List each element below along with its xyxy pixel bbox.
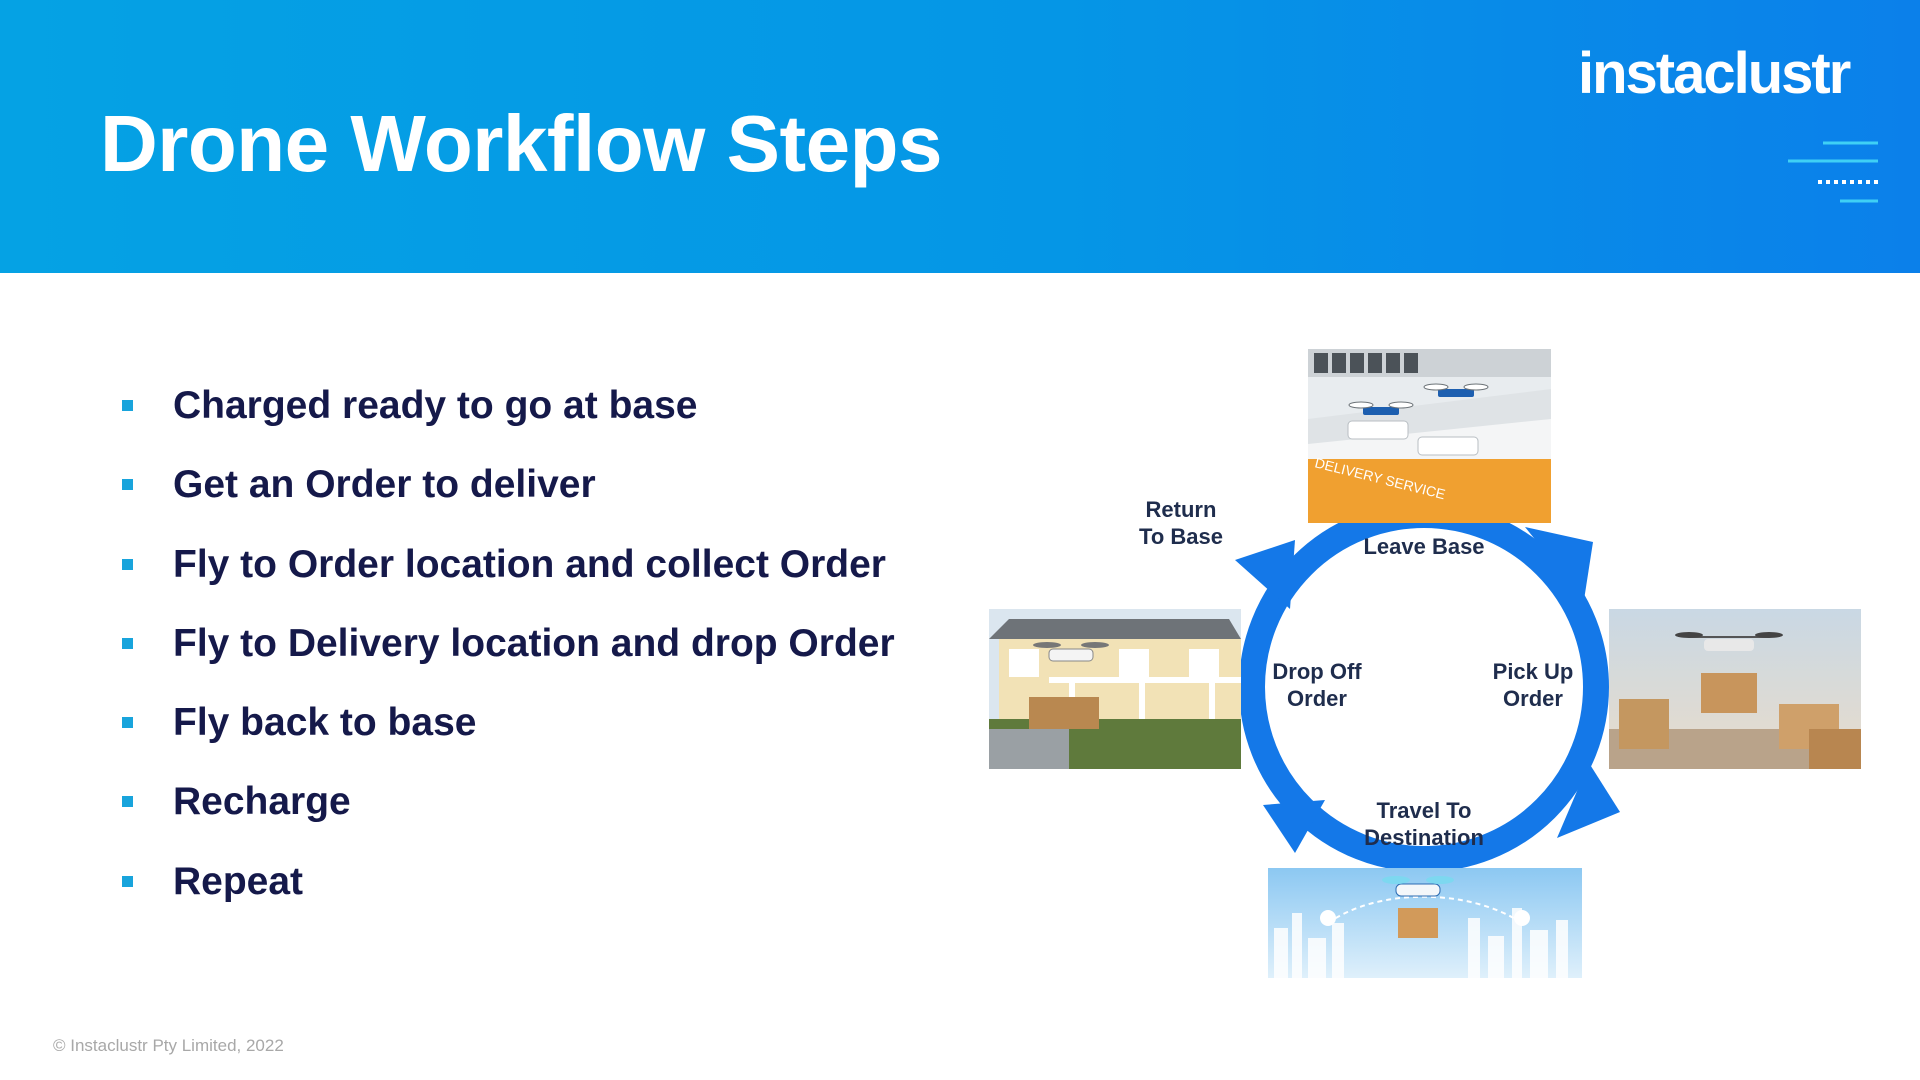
- bullet-text: Recharge: [173, 780, 351, 824]
- bullet-text: Repeat: [173, 859, 304, 903]
- drone-pickup-photo: [1609, 609, 1861, 769]
- arrowhead-pickup-to-travel: [1557, 763, 1620, 838]
- bullet-text: Fly to Delivery location and drop Order: [173, 621, 895, 665]
- bullet-item: Fly to Order location and collect Order: [118, 539, 895, 618]
- instaclustr-logo: instaclustr: [1578, 44, 1878, 104]
- bullet-item: Recharge: [118, 776, 895, 855]
- header-banner: [0, 0, 1920, 273]
- bullet-square-icon: [122, 558, 133, 570]
- bullet-square-icon: [122, 479, 133, 491]
- logo-lines-icon: [1788, 141, 1878, 203]
- bullet-text: Charged ready to go at base: [173, 384, 698, 427]
- bullet-square-icon: [122, 796, 133, 808]
- arrowhead-travel-to-dropoff: [1263, 800, 1325, 853]
- bullet-text: Fly to Order location and collect Order: [173, 542, 886, 586]
- slide-title: Drone Workflow Steps: [100, 99, 942, 188]
- step-leave-base: Leave Base: [1363, 534, 1485, 559]
- copyright-footer: © Instaclustr Pty Limited, 2022: [53, 1036, 284, 1055]
- drone-travel-photo: [1268, 868, 1582, 978]
- drone-dropoff-photo: [989, 609, 1241, 769]
- bullet-square-icon: [122, 717, 133, 729]
- bullet-square-icon: [122, 637, 133, 649]
- bullet-item: Repeat: [118, 856, 895, 935]
- arrowhead-leave-to-pickup: [1525, 527, 1593, 600]
- bullet-item: Fly to Delivery location and drop Order: [118, 618, 895, 697]
- workflow-bullet-list: Charged ready to go at base Get an Order…: [118, 380, 895, 935]
- logo-text: instaclustr: [1578, 41, 1851, 106]
- bullet-square-icon: [122, 875, 133, 887]
- arrowhead-return-to-leave: [1235, 540, 1295, 609]
- drone-base-photo: DELIVERY SERVICE: [1308, 349, 1551, 523]
- bullet-text: Get an Order to deliver: [173, 463, 596, 507]
- bullet-item: Fly back to base: [118, 697, 895, 776]
- bullet-square-icon: [122, 400, 133, 411]
- bullet-item: Charged ready to go at base: [118, 380, 895, 459]
- bullet-text: Fly back to base: [173, 701, 477, 745]
- bullet-item: Get an Order to deliver: [118, 459, 895, 538]
